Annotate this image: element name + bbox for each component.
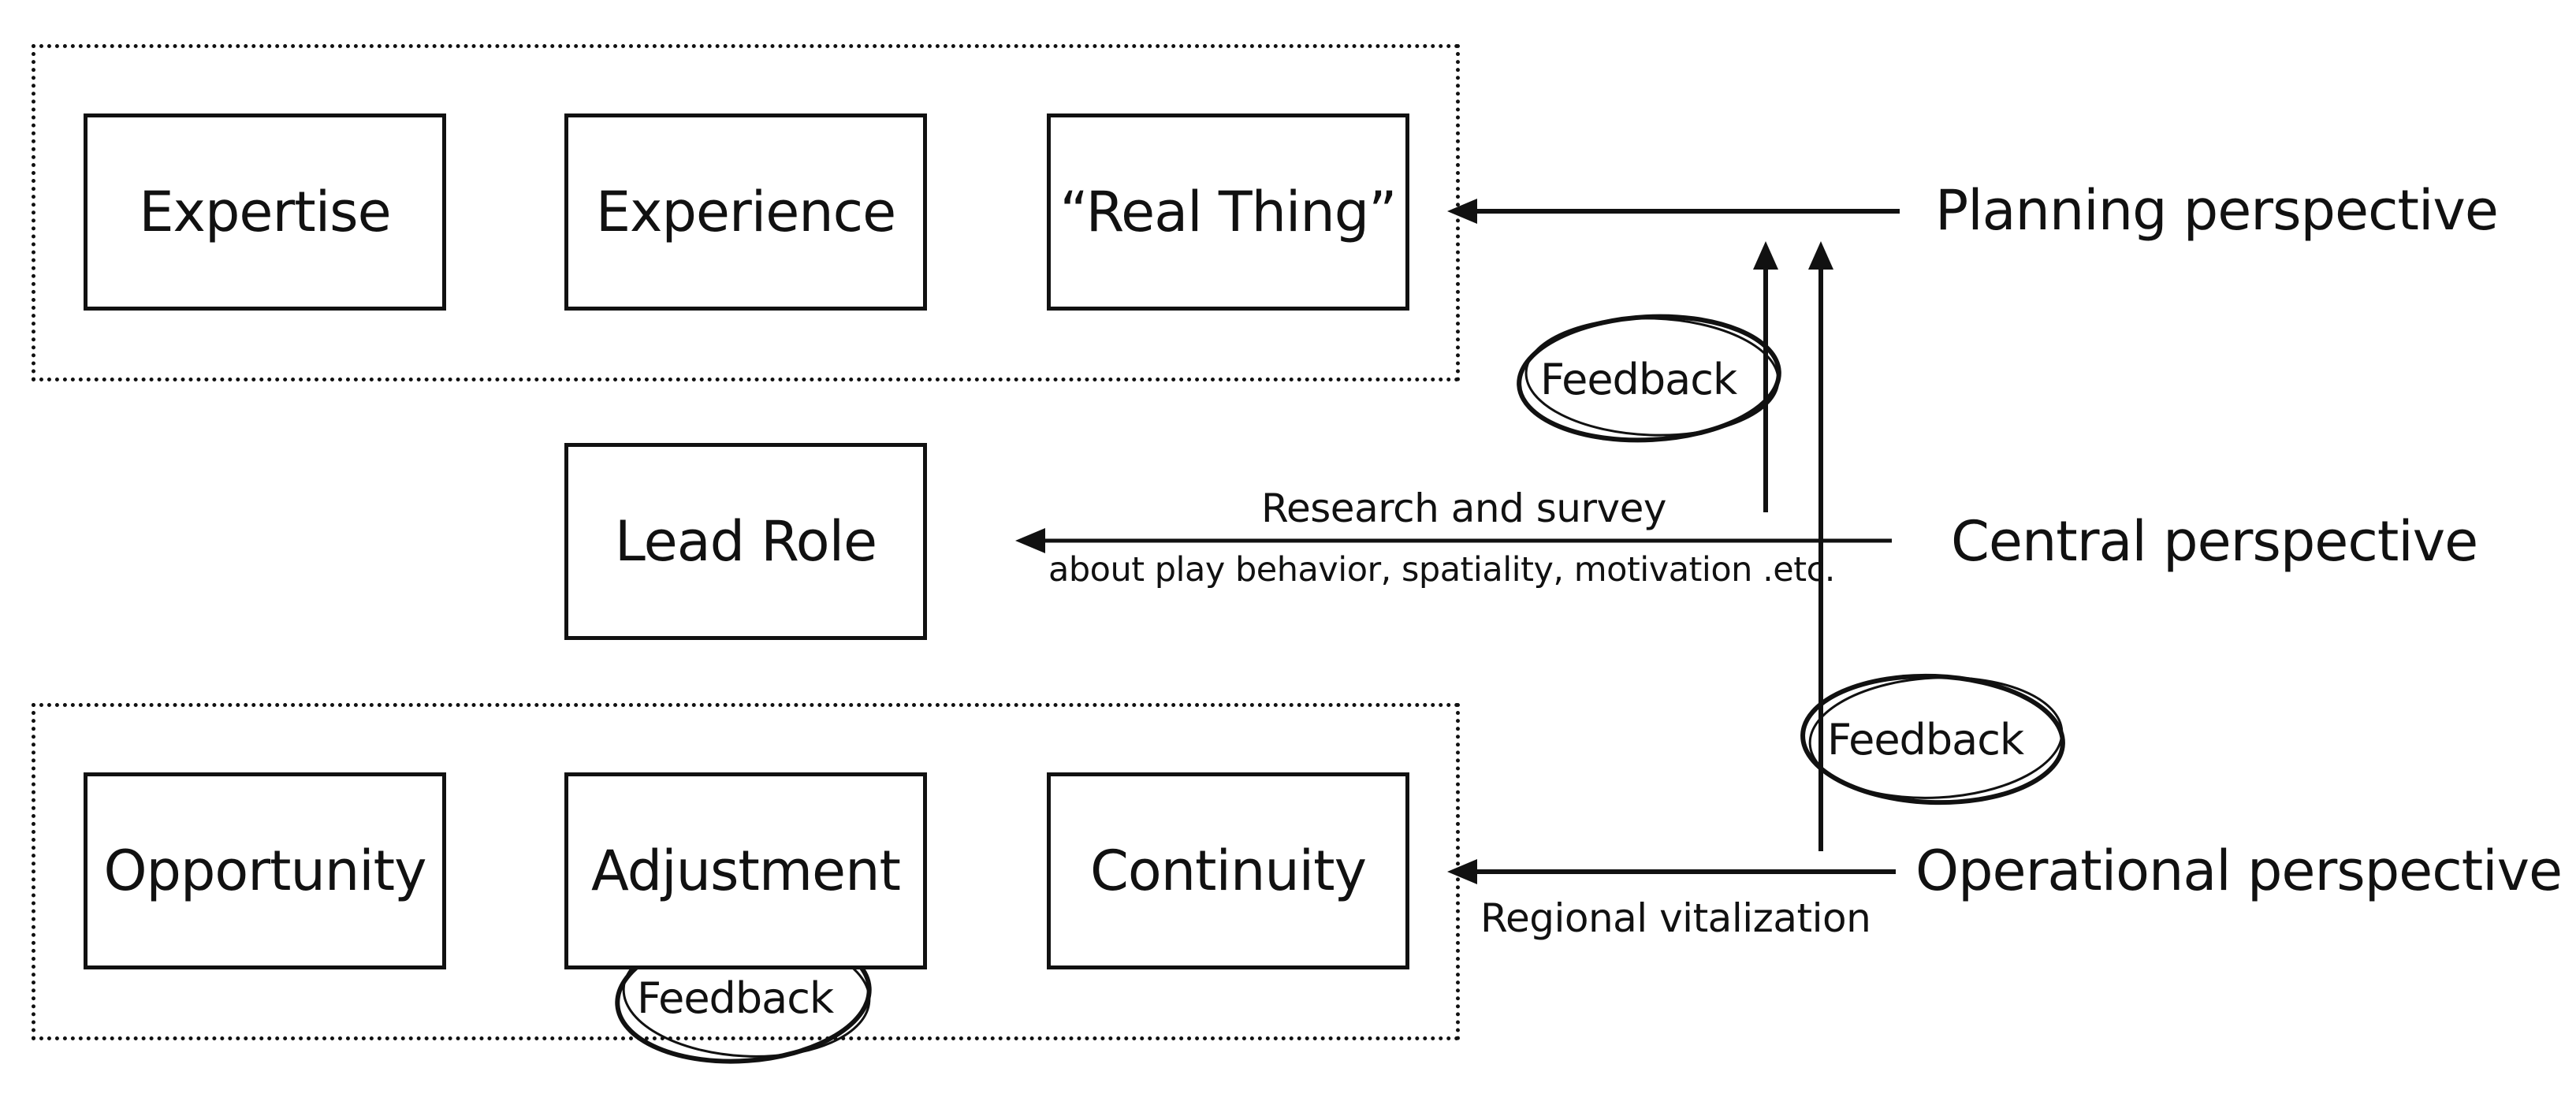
- operational-arrow: [1447, 859, 1896, 884]
- real-thing-label: “Real Thing”: [1059, 180, 1398, 244]
- regional-vitalization-annotation: Regional vitalization: [1480, 895, 1871, 941]
- opportunity-label: Opportunity: [103, 839, 426, 903]
- feedback-right-ellipse: [1800, 673, 2065, 805]
- experience-label: Experience: [595, 180, 896, 244]
- continuity-box: Continuity: [1047, 772, 1409, 969]
- adjustment-label: Adjustment: [591, 839, 901, 903]
- continuity-label: Continuity: [1089, 839, 1367, 903]
- research-topics-annotation: about play behavior, spatiality, motivat…: [1048, 550, 1835, 590]
- planning-arrow: [1447, 199, 1900, 224]
- expertise-label: Expertise: [139, 180, 391, 244]
- feedback-arrow-operational-to-planning: [1808, 241, 1833, 851]
- opportunity-box: Opportunity: [84, 772, 446, 969]
- adjustment-box: Adjustment: [564, 772, 927, 969]
- feedback-top-label: Feedback: [1540, 355, 1737, 404]
- central-perspective-label: Central perspective: [1951, 509, 2478, 574]
- lead-role-label: Lead Role: [614, 509, 877, 574]
- research-survey-annotation: Research and survey: [1261, 486, 1666, 531]
- lead-role-box: Lead Role: [564, 443, 927, 640]
- planning-group-container: [32, 44, 1460, 381]
- central-arrow: [1015, 528, 1892, 553]
- operational-group-container: [32, 703, 1460, 1040]
- feedback-top-ellipse: [1517, 314, 1781, 443]
- feedback-arrow-central-to-planning: [1753, 241, 1778, 512]
- real-thing-box: “Real Thing”: [1047, 113, 1409, 311]
- feedback-bottom-label: Feedback: [637, 973, 834, 1023]
- feedback-right-label: Feedback: [1827, 715, 2024, 765]
- expertise-box: Expertise: [84, 113, 446, 311]
- experience-box: Experience: [564, 113, 927, 311]
- operational-perspective-label: Operational perspective: [1915, 839, 2563, 903]
- planning-perspective-label: Planning perspective: [1935, 178, 2499, 243]
